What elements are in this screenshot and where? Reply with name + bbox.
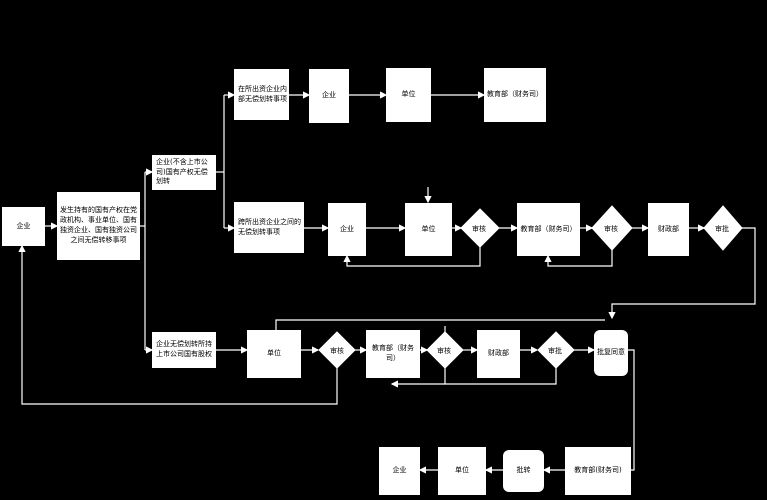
box-row3-edu-label: 教育部（财务司） xyxy=(372,344,414,362)
diamond-approve-row3-label: 审批 xyxy=(548,347,562,355)
box-row2-enterprise: 企业 xyxy=(328,203,366,256)
line-row3-top xyxy=(275,319,605,330)
box-row1-edu: 教育部（财务司） xyxy=(484,68,546,122)
diamond-review-row2b xyxy=(591,205,633,251)
box-nonlisted-label: 企业(不含上市公司)国有产权无偿划转 xyxy=(156,157,208,186)
box-final-reply: 批转 xyxy=(503,450,544,492)
box-row1-unit: 单位 xyxy=(386,68,431,122)
diamond-review-row3-label: 审核 xyxy=(330,347,344,355)
box-approve: 批复同意 xyxy=(594,330,628,376)
box-scope: 发生持有的国有产权在党政机构、事业单位、国有独资企业、国有独资公司之间无偿转移事… xyxy=(57,192,140,260)
diamond-approve-row2-label: 审批 xyxy=(715,225,729,233)
box-row1-condition-label: 在所出资企业内部无偿划转事项 xyxy=(238,84,287,103)
line-approve-down xyxy=(628,349,635,471)
return-row2-a xyxy=(343,247,481,267)
box-row2-condition: 跨所出资企业之间的无偿划转事项 xyxy=(234,202,304,253)
box-row1-condition: 在所出资企业内部无偿划转事项 xyxy=(234,69,289,120)
box-final-reply-label: 批转 xyxy=(516,466,531,475)
line-row3-under xyxy=(444,368,557,385)
box-listed: 企业无偿划转所持上市公司国有股权 xyxy=(152,332,216,368)
box-row2-finance-label: 财政部 xyxy=(658,224,679,233)
box-scope-label: 发生持有的国有产权在党政机构、事业单位、国有独资企业、国有独资公司之间无偿转移事… xyxy=(60,206,137,244)
box-final-edu-label: 教育部(财务司) xyxy=(574,466,622,475)
box-final-edu: 教育部(财务司) xyxy=(565,447,631,495)
box-nonlisted: 企业(不含上市公司)国有产权无偿划转 xyxy=(152,155,216,190)
box-row3-unit: 单位 xyxy=(247,330,301,378)
diamond-review-row3b-label: 审核 xyxy=(437,347,451,355)
return-row3-enterprise xyxy=(18,244,338,405)
diamond-review-row3b xyxy=(426,331,464,369)
box-approve-label: 批复同意 xyxy=(597,348,625,357)
box-row1-edu-label: 教育部（财务司） xyxy=(487,90,543,99)
diamond-review-row3 xyxy=(318,331,356,369)
box-row1-enterprise: 企业 xyxy=(309,69,349,123)
box-row1-enterprise-label: 企业 xyxy=(322,91,336,100)
arrow-to-approve xyxy=(608,227,756,320)
box-row2-condition-label: 跨所出资企业之间的无偿划转事项 xyxy=(238,217,301,236)
box-final-unit-label: 单位 xyxy=(455,466,469,475)
box-row3-finance: 财政部 xyxy=(477,330,520,378)
box-row1-unit-label: 单位 xyxy=(401,90,416,99)
box-listed-label: 企业无偿划转所持上市公司国有股权 xyxy=(156,340,212,358)
return-row2-b xyxy=(544,247,613,267)
diamond-approve-row2 xyxy=(703,205,743,251)
diamond-review-row2 xyxy=(460,208,500,248)
box-row2-finance: 财政部 xyxy=(648,203,689,256)
box-row3-unit-label: 单位 xyxy=(267,349,281,358)
box-final-enterprise: 企业 xyxy=(379,447,420,495)
box-row2-edu: 教育部（财务司） xyxy=(517,203,580,256)
box-row3-finance-label: 财政部 xyxy=(488,349,509,358)
box-row2-unit-label: 单位 xyxy=(421,224,436,233)
diamond-approve-row3 xyxy=(537,331,575,369)
box-enterprise-start-label: 企业 xyxy=(16,221,31,230)
diamond-review-row2-label: 审核 xyxy=(472,225,486,233)
box-final-unit: 单位 xyxy=(438,447,486,495)
box-row2-edu-label: 教育部（财务司） xyxy=(520,224,577,233)
box-row2-enterprise-label: 企业 xyxy=(340,224,354,233)
box-final-enterprise-label: 企业 xyxy=(392,466,407,475)
diamond-review-row2b-label: 审核 xyxy=(604,225,618,233)
box-row3-edu: 教育部（财务司） xyxy=(366,330,420,378)
box-row2-unit: 单位 xyxy=(405,203,452,256)
box-enterprise-start: 企业 xyxy=(2,207,45,246)
